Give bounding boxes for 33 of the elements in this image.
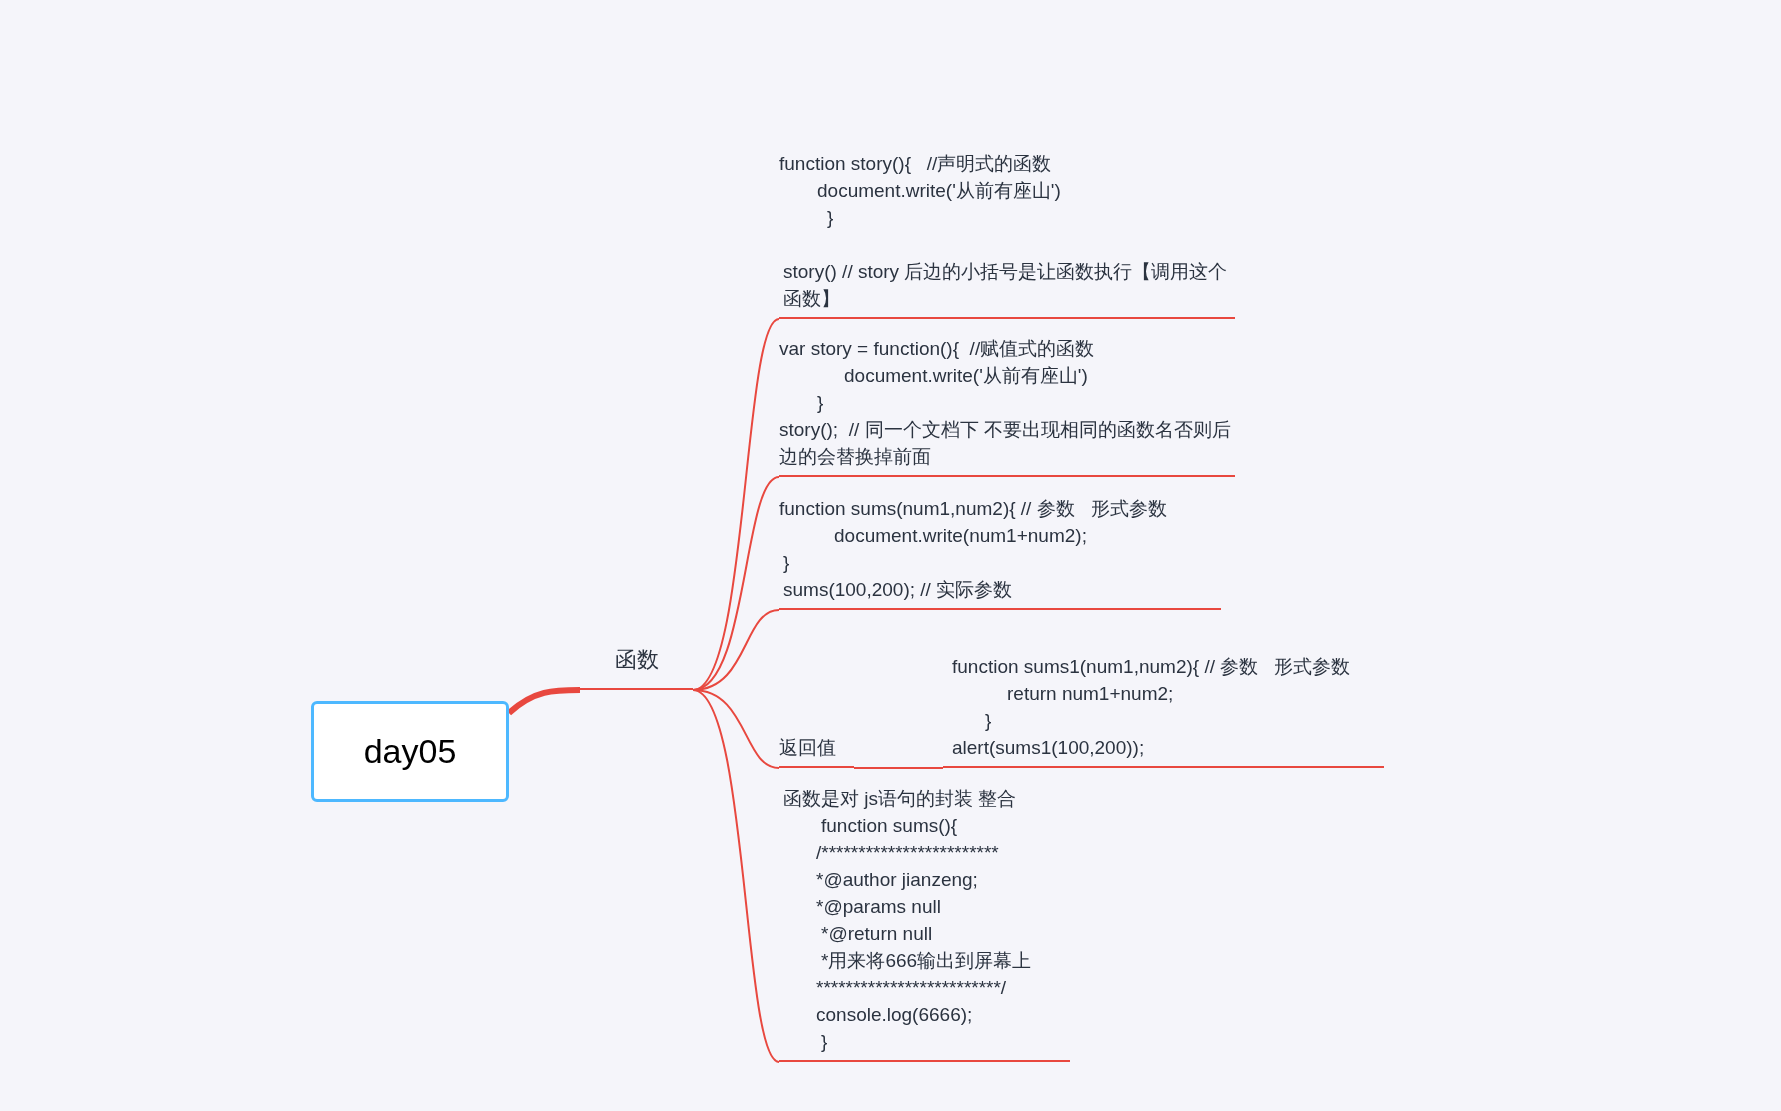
code-line: *************************/ bbox=[815, 976, 1008, 1000]
code-line: sums(100,200); // 实际参数 bbox=[782, 578, 1014, 602]
code-line: } bbox=[782, 551, 791, 575]
code-line: *@author jianzeng; bbox=[815, 868, 979, 892]
code-line: alert(sums1(100,200)); bbox=[951, 736, 1146, 760]
code-line: document.write('从前有座山') bbox=[816, 179, 1062, 203]
branch-line bbox=[692, 689, 780, 1063]
code-line: 返回值 bbox=[779, 736, 837, 760]
topic-text: day05 bbox=[363, 731, 457, 772]
code-line: } bbox=[820, 1030, 829, 1054]
code-line: /************************ bbox=[815, 841, 1000, 865]
code-line: function sums(num1,num2){ // 参数 形式参数 bbox=[779, 497, 1168, 521]
code-line: 函数是对 js语句的封装 整合 bbox=[782, 787, 1018, 811]
code-line: *@params null bbox=[815, 895, 942, 919]
code-line: document.write(num1+num2); bbox=[833, 524, 1088, 548]
code-line: *用来将666输出到屏幕上 bbox=[820, 949, 1033, 973]
code-line: return num1+num2; bbox=[1006, 682, 1175, 706]
code-line: } bbox=[826, 206, 835, 230]
root-topic-box bbox=[311, 701, 509, 802]
topic-text: 函数 bbox=[614, 646, 659, 674]
code-line: *@return null bbox=[820, 922, 934, 946]
code-line: function sums(){ bbox=[820, 814, 959, 838]
code-line: function story(){ //声明式的函数 bbox=[779, 152, 1053, 176]
code-line: function sums1(num1,num2){ // 参数 形式参数 bbox=[951, 655, 1352, 679]
code-line: } bbox=[816, 391, 825, 415]
code-line: } bbox=[984, 709, 993, 733]
code-line: story() // story 后边的小括号是让函数执行【调用这个函数】 bbox=[782, 260, 1229, 311]
code-line: story(); // 同一个文档下 不要出现相同的函数名否则后边的会替换掉前面 bbox=[779, 418, 1232, 469]
branch-line bbox=[507, 687, 580, 716]
code-line: console.log(6666); bbox=[815, 1003, 974, 1027]
code-line: document.write('从前有座山') bbox=[843, 364, 1089, 388]
code-line: var story = function(){ //赋值式的函数 bbox=[779, 337, 1096, 361]
branch-line bbox=[853, 767, 944, 769]
